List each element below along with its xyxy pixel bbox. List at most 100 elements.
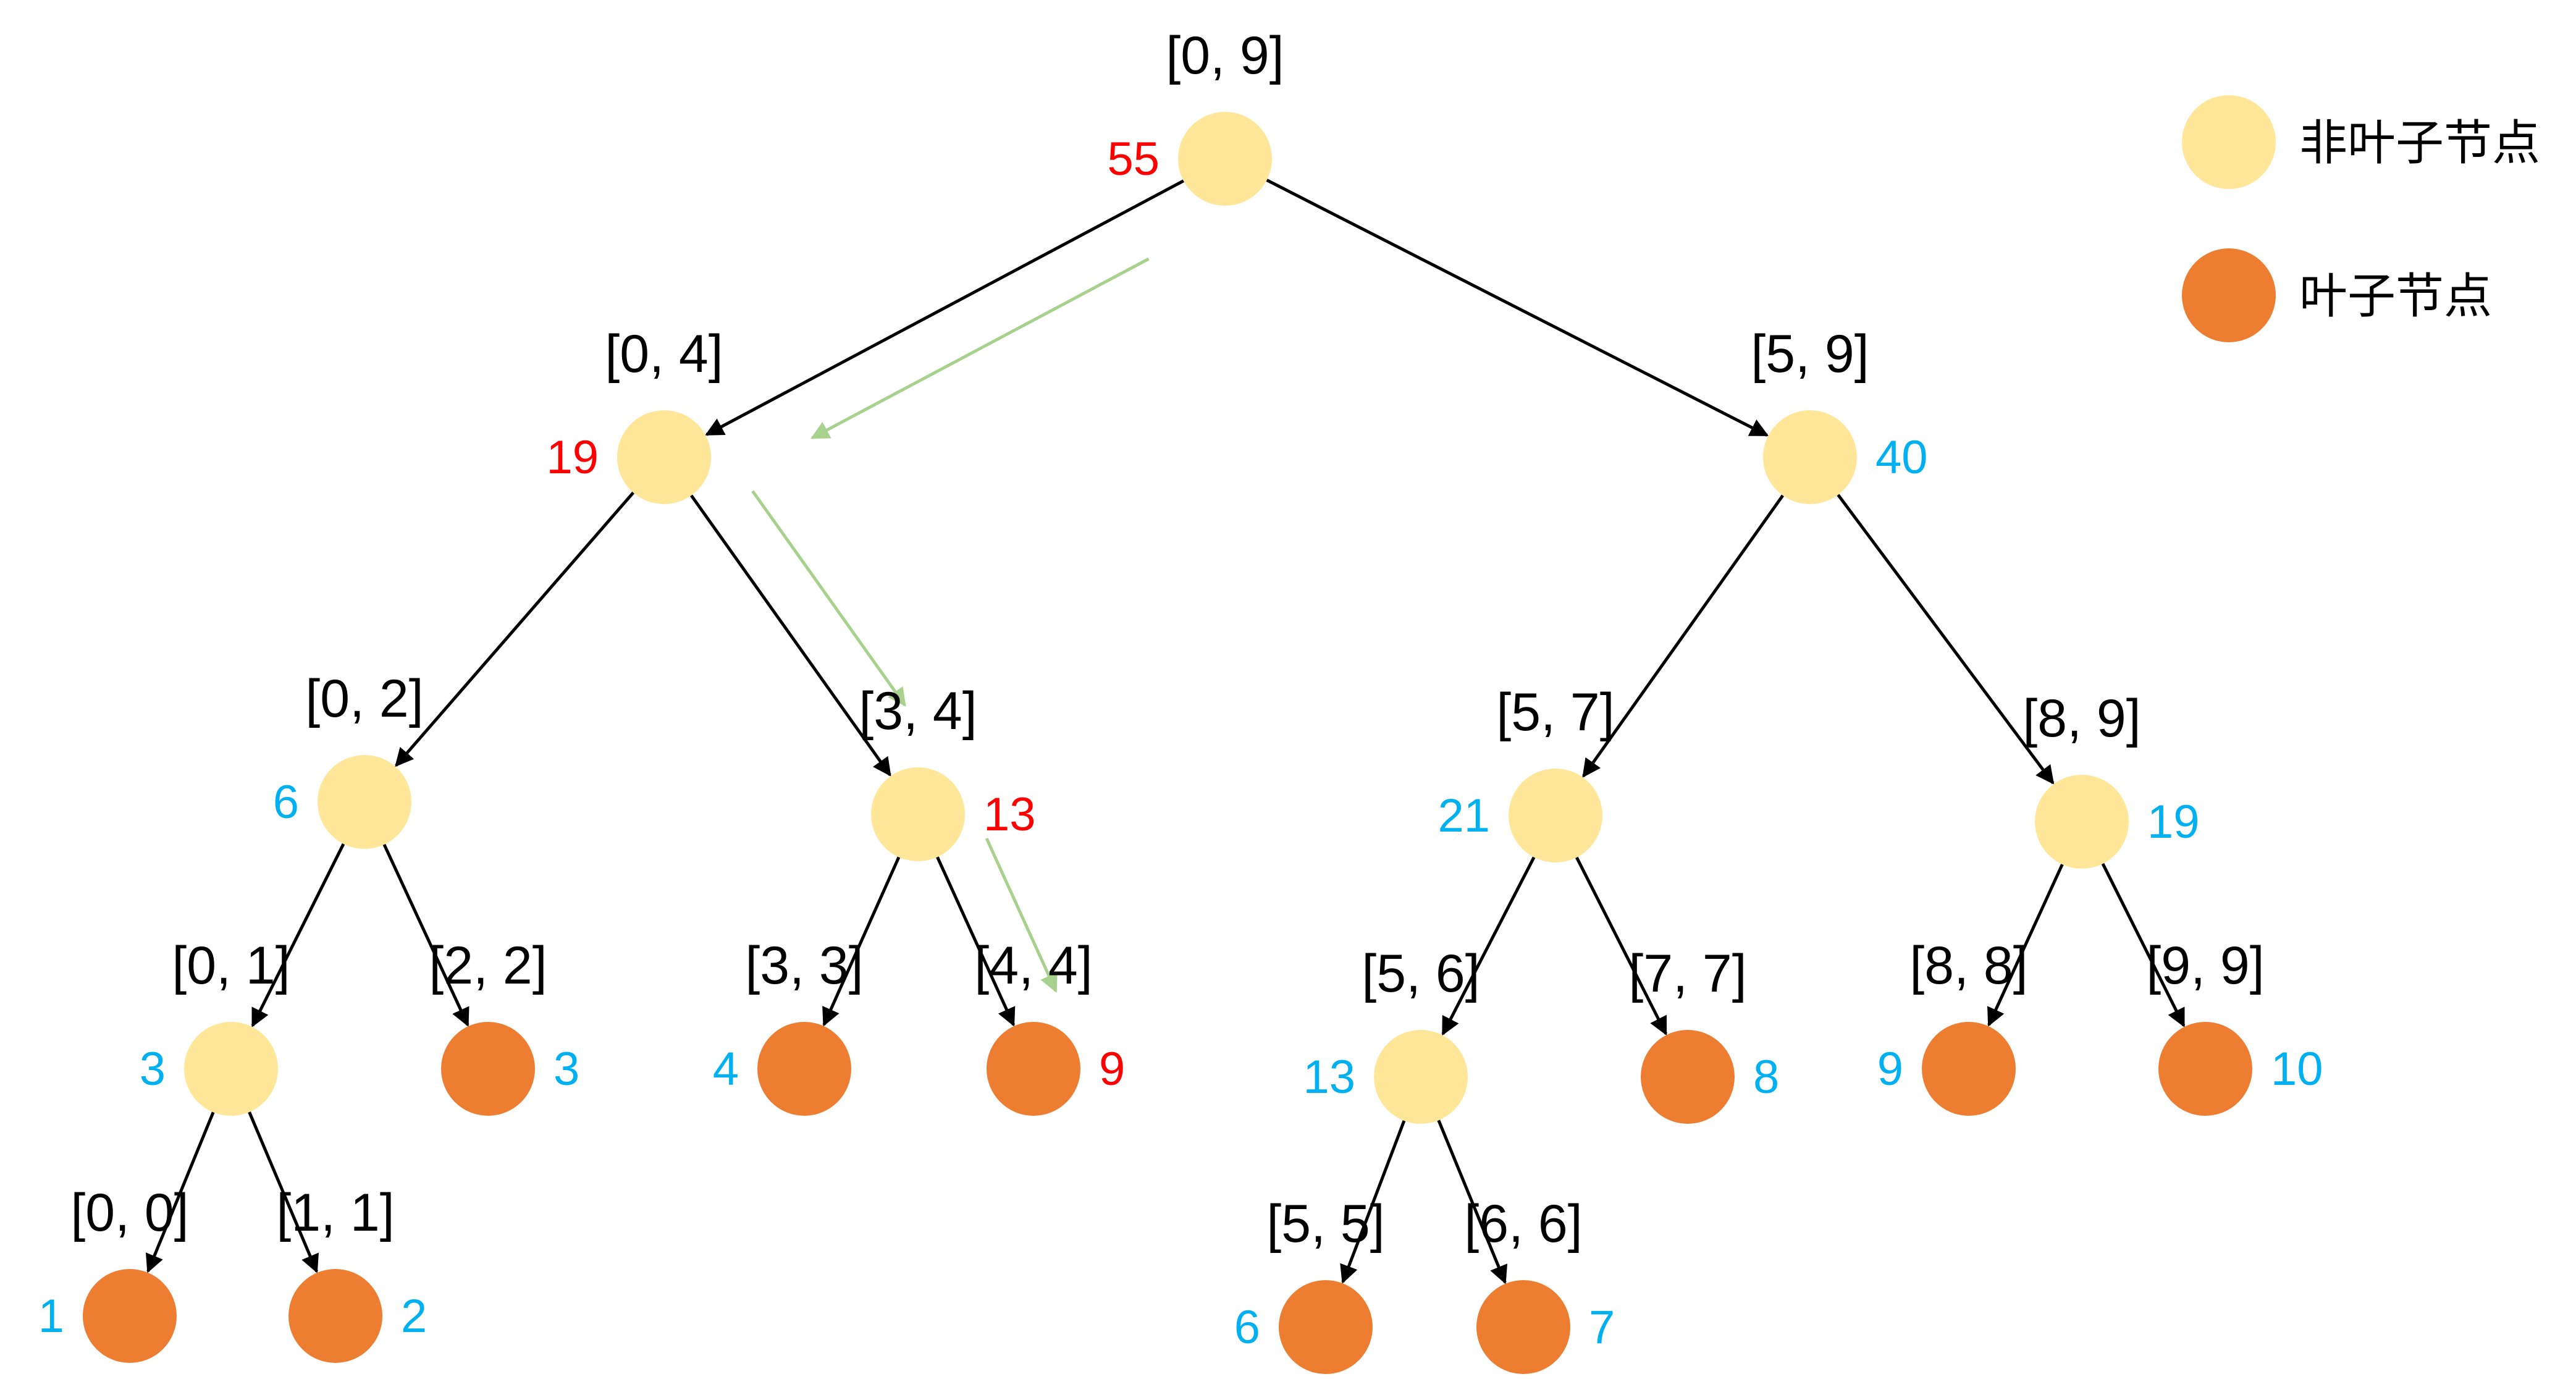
node-range-label: [0, 9] bbox=[1166, 26, 1284, 85]
edge-0-2-to-2-2 bbox=[382, 843, 469, 1027]
node-circle bbox=[1922, 1022, 2016, 1116]
node-circle bbox=[987, 1022, 1080, 1116]
node-range-label: [1, 1] bbox=[276, 1183, 394, 1242]
node-circle bbox=[2035, 775, 2129, 869]
node-range-label: [0, 0] bbox=[70, 1183, 188, 1242]
node-range-label: [5, 6] bbox=[1362, 944, 1480, 1003]
edge-0-9-to-0-4 bbox=[705, 179, 1185, 436]
node-circle bbox=[871, 767, 965, 861]
node-value-label: 40 bbox=[1875, 431, 1928, 484]
node-value-label: 7 bbox=[1589, 1301, 1615, 1354]
tree-edges bbox=[145, 179, 2186, 1284]
node-range-label: [5, 7] bbox=[1496, 683, 1614, 742]
node-value-label: 4 bbox=[713, 1043, 739, 1095]
leaf-node-9-9: [9, 9]10 bbox=[2146, 936, 2323, 1116]
edge-5-9-to-5-7 bbox=[1582, 494, 1785, 778]
node-value-label: 21 bbox=[1437, 790, 1490, 842]
leaf-node-5-5: [5, 5]6 bbox=[1234, 1194, 1385, 1374]
node-circle bbox=[288, 1269, 382, 1363]
leaf-node-8-8: [8, 8]9 bbox=[1877, 936, 2028, 1116]
edge-5-9-to-8-9 bbox=[1837, 494, 2055, 785]
edge-3-4-to-4-4 bbox=[936, 856, 1016, 1027]
path-arrow-0-9-to-0-4 bbox=[810, 257, 1150, 439]
node-range-label: [7, 7] bbox=[1628, 944, 1746, 1003]
non-leaf-node-8-9: [8, 9]19 bbox=[2022, 689, 2200, 869]
edge-5-7-to-7-7 bbox=[1575, 856, 1668, 1036]
non-leaf-node-5-6: [5, 6]13 bbox=[1303, 944, 1480, 1124]
node-circle bbox=[441, 1022, 535, 1116]
node-value-label: 8 bbox=[1753, 1051, 1779, 1103]
node-range-label: [3, 4] bbox=[859, 681, 977, 741]
legend-leaf-swatch bbox=[2182, 248, 2276, 342]
non-leaf-node-3-4: [3, 4]13 bbox=[859, 681, 1036, 861]
non-leaf-node-0-2: [0, 2]6 bbox=[273, 669, 424, 849]
node-value-label: 3 bbox=[554, 1043, 579, 1095]
leaf-node-3-3: [3, 3]4 bbox=[713, 936, 864, 1116]
node-value-label: 6 bbox=[273, 776, 299, 828]
non-leaf-node-0-1: [0, 1]3 bbox=[140, 936, 290, 1116]
leaf-node-7-7: [7, 7]8 bbox=[1628, 944, 1779, 1124]
node-circle bbox=[1476, 1280, 1570, 1374]
edge-0-1-to-1-1 bbox=[248, 1111, 319, 1273]
query-path-arrows bbox=[751, 257, 1150, 993]
node-circle bbox=[318, 755, 411, 849]
node-range-label: [8, 9] bbox=[2022, 689, 2140, 748]
node-value-label: 9 bbox=[1099, 1043, 1125, 1095]
node-value-label: 6 bbox=[1234, 1301, 1260, 1354]
leaf-node-4-4: [4, 4]9 bbox=[974, 936, 1125, 1116]
node-range-label: [8, 8] bbox=[1909, 936, 2027, 995]
node-range-label: [2, 2] bbox=[429, 936, 547, 995]
legend-non-leaf-label: 非叶子节点 bbox=[2299, 116, 2540, 171]
node-range-label: [5, 5] bbox=[1266, 1194, 1384, 1254]
leaf-node-1-1: [1, 1]2 bbox=[276, 1183, 427, 1363]
node-value-label: 13 bbox=[1303, 1051, 1355, 1103]
node-range-label: [3, 3] bbox=[745, 936, 863, 995]
edge-8-9-to-9-9 bbox=[2101, 862, 2186, 1027]
edge-0-2-to-0-1 bbox=[251, 843, 345, 1027]
leaf-node-0-0: [0, 0]1 bbox=[38, 1183, 189, 1363]
node-value-label: 19 bbox=[546, 431, 599, 484]
node-range-label: [4, 4] bbox=[974, 936, 1092, 995]
non-leaf-node-5-7: [5, 7]21 bbox=[1437, 683, 1615, 862]
node-circle bbox=[1509, 769, 1602, 862]
node-circle bbox=[1763, 410, 1857, 504]
edge-0-1-to-0-0 bbox=[145, 1111, 215, 1273]
node-range-label: [0, 4] bbox=[605, 324, 723, 384]
node-range-label: [5, 9] bbox=[1751, 324, 1869, 384]
node-range-label: [9, 9] bbox=[2146, 936, 2264, 995]
path-arrow-0-4-to-3-4 bbox=[751, 490, 906, 707]
node-circle bbox=[1641, 1030, 1735, 1124]
non-leaf-node-0-9: [0, 9]55 bbox=[1107, 26, 1284, 206]
node-circle bbox=[1279, 1280, 1373, 1374]
leaf-node-2-2: [2, 2]3 bbox=[429, 936, 579, 1116]
edge-0-4-to-3-4 bbox=[690, 494, 891, 777]
node-value-label: 9 bbox=[1877, 1043, 1903, 1095]
node-circle bbox=[757, 1022, 851, 1116]
tree-nodes: [0, 9]55[0, 4]19[5, 9]40[0, 2]6[3, 4]13[… bbox=[38, 26, 2323, 1374]
node-range-label: [0, 1] bbox=[172, 936, 290, 995]
edge-8-9-to-8-8 bbox=[1987, 864, 2064, 1027]
node-value-label: 10 bbox=[2271, 1043, 2323, 1095]
edge-5-6-to-6-6 bbox=[1437, 1119, 1508, 1284]
node-range-label: [6, 6] bbox=[1464, 1194, 1582, 1254]
edge-0-4-to-0-2 bbox=[395, 491, 635, 767]
non-leaf-node-5-9: [5, 9]40 bbox=[1751, 324, 1928, 504]
node-circle bbox=[2158, 1022, 2252, 1116]
node-circle bbox=[83, 1269, 177, 1363]
node-value-label: 3 bbox=[140, 1043, 166, 1095]
node-circle bbox=[1374, 1030, 1468, 1124]
node-circle bbox=[184, 1022, 278, 1116]
legend-non-leaf-swatch bbox=[2182, 95, 2276, 189]
node-value-label: 2 bbox=[401, 1290, 427, 1343]
node-value-label: 1 bbox=[38, 1290, 64, 1343]
leaf-node-6-6: [6, 6]7 bbox=[1464, 1194, 1615, 1374]
path-arrow-3-4-to-4-4 bbox=[985, 837, 1058, 993]
legend-leaf-label: 叶子节点 bbox=[2299, 269, 2492, 324]
edge-3-4-to-3-3 bbox=[822, 856, 901, 1027]
node-circle bbox=[617, 410, 711, 504]
node-circle bbox=[1178, 112, 1272, 206]
node-range-label: [0, 2] bbox=[305, 669, 423, 728]
node-value-label: 13 bbox=[983, 788, 1036, 841]
legend: 非叶子节点 叶子节点 bbox=[2182, 95, 2540, 342]
